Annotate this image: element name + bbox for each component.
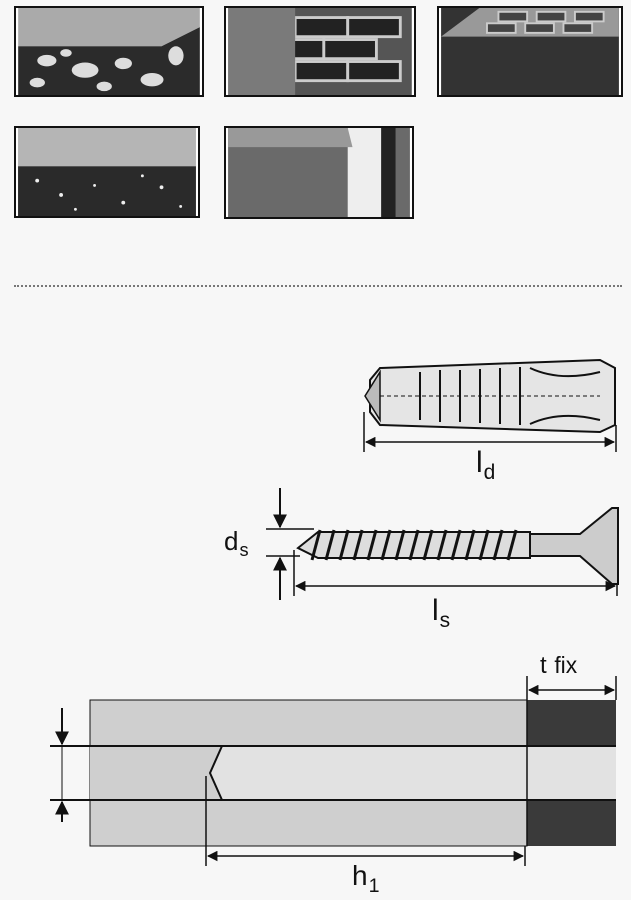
dowel-length-dimension — [363, 412, 617, 452]
hollow-block-illustration — [441, 8, 619, 95]
screw-diameter-label: ds — [224, 526, 249, 559]
dowel-length-label-main: l — [476, 446, 483, 479]
dowel-length-label-sub: d — [483, 461, 496, 485]
screw-diameter-label-main: d — [224, 526, 239, 556]
screw-length-dimension — [293, 550, 618, 596]
drill-depth-label-main: h — [352, 860, 368, 891]
material-tile-concrete — [14, 6, 204, 97]
fixture-thickness-label-sub: fix — [554, 652, 578, 678]
fixture-thickness-label: t fix — [540, 654, 577, 678]
fixture-thickness-dimension — [526, 676, 617, 700]
material-tile-hollow-block — [437, 6, 623, 97]
dowel-length-label: ld — [476, 446, 495, 484]
drill-depth-label-sub: 1 — [368, 874, 380, 897]
section-divider — [14, 285, 622, 287]
material-tile-aerated-concrete — [14, 126, 200, 218]
material-tile-plasterboard — [224, 126, 414, 219]
material-tile-brick — [224, 6, 416, 97]
drill-depth-label: h1 — [352, 860, 379, 896]
plasterboard-illustration — [228, 128, 410, 217]
fixture-thickness-label-main: t — [540, 652, 547, 679]
screw-icon — [296, 507, 619, 585]
screw-length-label-sub: s — [439, 609, 451, 633]
screw-length-label: ls — [432, 594, 450, 632]
concrete-illustration — [18, 8, 200, 95]
screw-length-label-main: l — [432, 594, 439, 627]
drill-depth-dimension — [205, 776, 526, 866]
screw-diameter-label-sub: s — [239, 540, 249, 561]
wall-plug-icon — [364, 358, 616, 434]
aerated-concrete-illustration — [18, 128, 196, 216]
wall-section — [50, 699, 616, 847]
brick-illustration — [228, 8, 412, 95]
